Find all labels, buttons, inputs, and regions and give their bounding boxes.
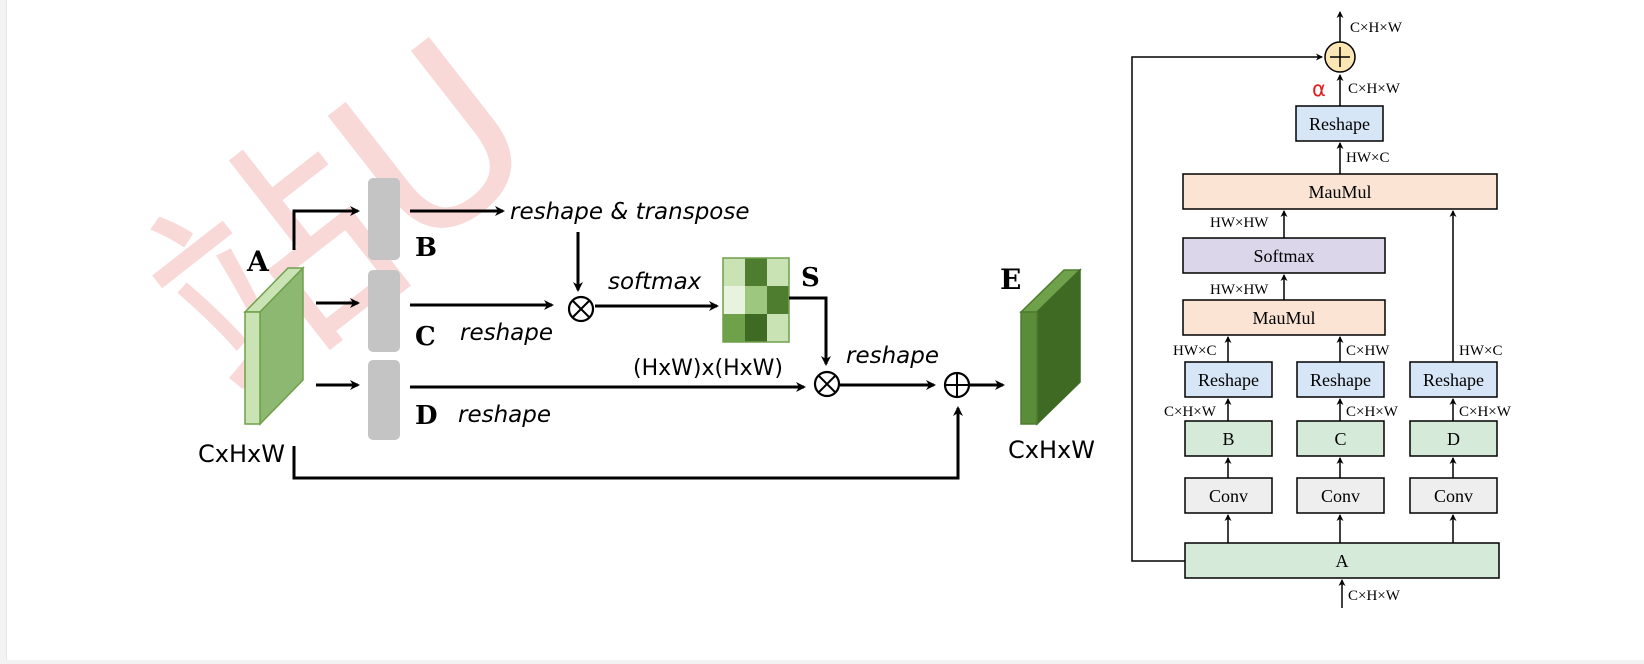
r-feat-b-label: B [1222, 429, 1234, 449]
r-reshape-c-box [1296, 361, 1385, 398]
op-reshape-d: reshape [458, 402, 551, 428]
r-reshape-d-dims: HW×C [1459, 343, 1502, 359]
op-reshape-transpose: reshape & transpose [510, 199, 750, 225]
r-conv-c-box [1296, 477, 1385, 514]
r-input-a-label: A [1336, 551, 1349, 571]
r-conv-d-box [1409, 477, 1498, 514]
branch-block-b [368, 178, 400, 260]
r-feat-c-box [1296, 420, 1385, 457]
r-reshape-out-box [1295, 105, 1384, 142]
matmul-node-1 [567, 295, 595, 323]
right-diagram: C×H×W α C×H×W Reshape HW×C MauMul HW×HW … [1131, 11, 1512, 608]
r-conv-d-label: Conv [1434, 486, 1473, 506]
branch-label-d: D [415, 401, 438, 431]
r-hwc-top: HW×C [1346, 150, 1389, 166]
r-input-dims: C×H×W [1348, 588, 1401, 604]
r-matmul-top-label: MauMul [1309, 182, 1372, 202]
r-reshape-c-dims: C×HW [1346, 343, 1390, 359]
matmul-node-2 [813, 370, 841, 398]
r-softmax-box [1182, 237, 1386, 274]
r-reshape-d-box [1409, 361, 1498, 398]
attention-map-s [722, 257, 790, 343]
output-label-e: E [1000, 263, 1021, 296]
left-frame-border [0, 0, 7, 664]
r-feat-c-label: C [1334, 429, 1346, 449]
r-feat-c-dims: C×H×W [1346, 404, 1399, 420]
input-feature-a [243, 266, 305, 426]
r-hwhw-top: HW×HW [1210, 215, 1269, 231]
r-feat-d-label: D [1447, 429, 1460, 449]
r-reshape-b-dims: HW×C [1173, 343, 1216, 359]
attention-size-label: (HxW)x(HxW) [633, 356, 783, 381]
branch-block-c [368, 270, 400, 352]
op-reshape-post: reshape [846, 343, 939, 369]
output-feature-e [1019, 268, 1082, 426]
branch-label-c: C [415, 322, 436, 352]
r-feat-d-box [1409, 420, 1498, 457]
op-reshape-c: reshape [460, 320, 553, 346]
r-conv-c-label: Conv [1321, 486, 1360, 506]
arrow-a-to-b [292, 206, 360, 250]
r-feat-b-dims: C×H×W [1164, 404, 1217, 420]
r-matmul-mid-label: MauMul [1253, 308, 1316, 328]
input-dims: CxHxW [198, 440, 285, 468]
r-reshape-b-box [1184, 361, 1273, 398]
branch-label-b: B [415, 233, 437, 263]
r-reshape-c-label: Reshape [1310, 370, 1371, 390]
arrow-s-to-mult2 [789, 296, 831, 366]
arrow-residual [292, 406, 963, 480]
r-feat-d-dims: C×H×W [1459, 404, 1512, 420]
r-input-a-box [1184, 542, 1500, 579]
r-alpha-dims: C×H×W [1348, 81, 1401, 97]
attention-label-s: S [801, 263, 820, 293]
r-feat-b-box [1184, 420, 1273, 457]
r-matmul-mid-box [1182, 299, 1386, 336]
input-label-a: A [246, 245, 270, 278]
r-conv-b-label: Conv [1209, 486, 1248, 506]
bottom-frame-border [0, 660, 1644, 664]
output-dims: CxHxW [1008, 436, 1095, 464]
r-top-dims: C×H×W [1350, 20, 1403, 36]
r-reshape-out-label: Reshape [1309, 114, 1370, 134]
r-conv-b-box [1184, 477, 1273, 514]
r-hwhw-mid: HW×HW [1210, 282, 1269, 298]
softmax-label: softmax [608, 269, 702, 295]
left-diagram: A CxHxW B C D reshape & transpose reshap… [198, 178, 1095, 480]
r-add-node [1324, 41, 1356, 73]
branch-block-d [368, 360, 400, 440]
r-reshape-b-label: Reshape [1198, 370, 1259, 390]
r-alpha: α [1312, 77, 1326, 101]
r-softmax-label: Softmax [1254, 246, 1315, 266]
add-node [943, 371, 971, 399]
r-reshape-d-label: Reshape [1423, 370, 1484, 390]
r-matmul-top-box [1182, 173, 1498, 210]
r-residual [1131, 53, 1323, 562]
